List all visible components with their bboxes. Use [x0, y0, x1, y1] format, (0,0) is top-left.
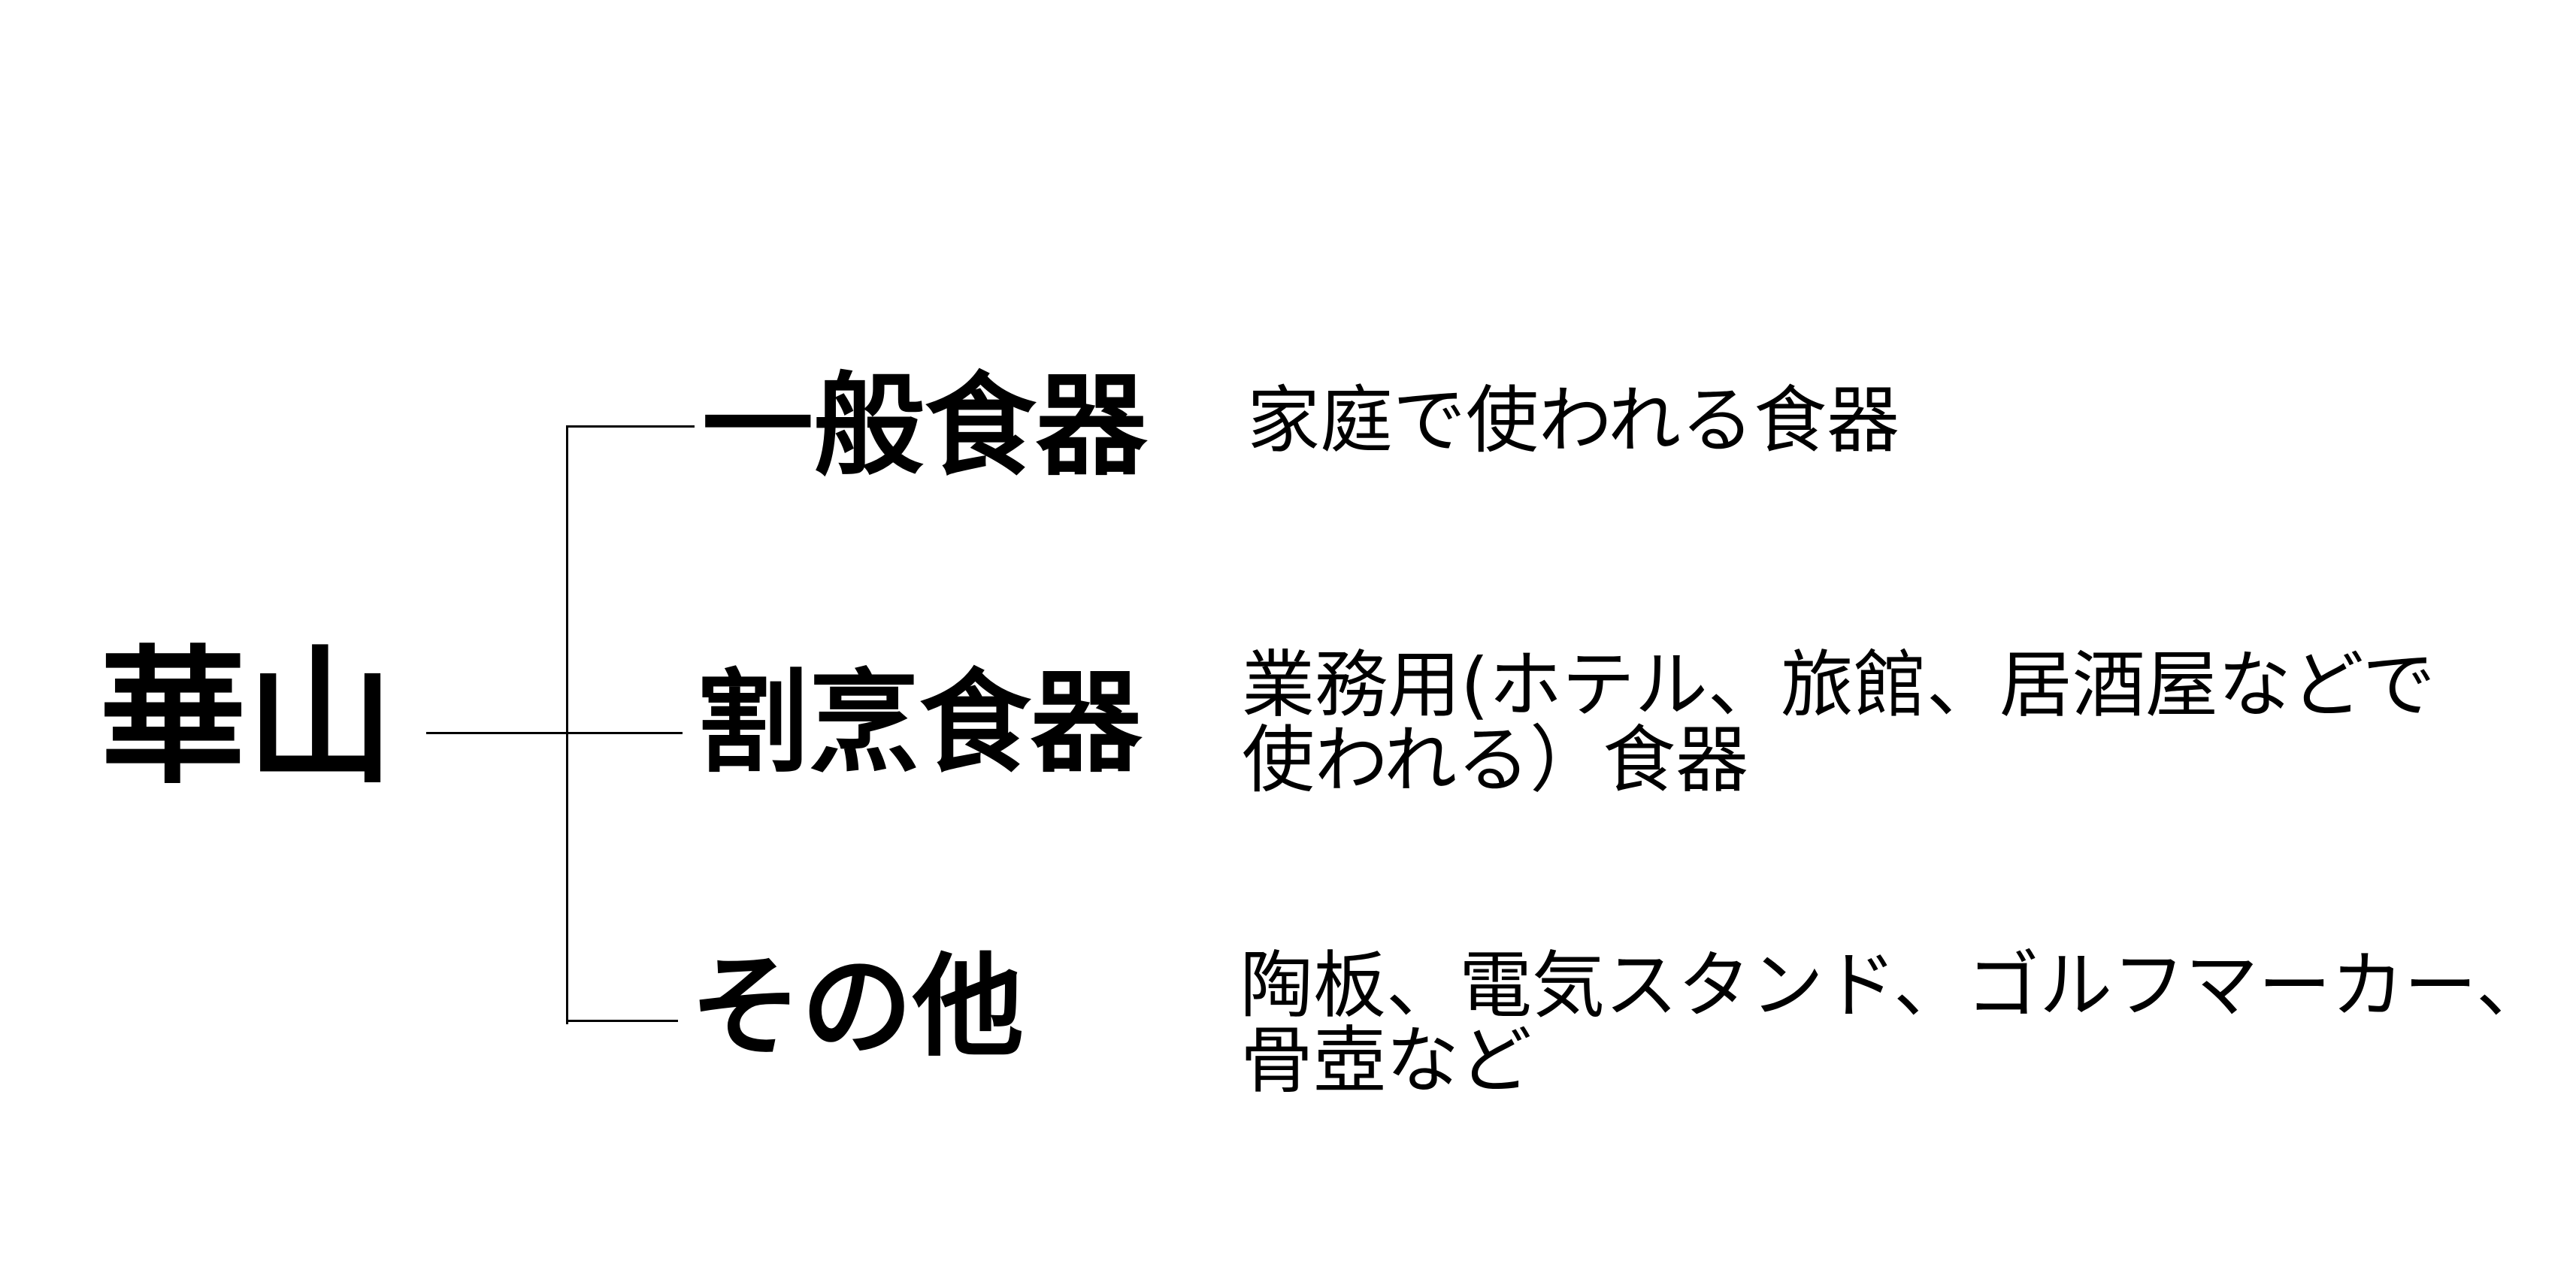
branch-connector-1 [567, 425, 695, 428]
branch-description-kappo: 業務用(ホテル、旅館、居酒屋などで 使われる）食器 [1242, 648, 2435, 798]
branch-label-kappo-tableware: 割烹食器 [697, 658, 1142, 788]
description-line: 業務用(ホテル、旅館、居酒屋などで [1242, 643, 2435, 727]
branch-connector-3 [567, 1020, 678, 1022]
branch-label-other: その他 [690, 942, 1024, 1072]
branch-description-general: 家庭で使われる食器 [1247, 383, 1899, 458]
branch-label-general-tableware: 一般食器 [702, 361, 1147, 491]
tree-trunk [566, 425, 568, 1024]
root-connector [426, 732, 569, 734]
description-line: 陶板、電気スタンド、ゴルフマーカー、 [1240, 943, 2550, 1028]
root-node: 華山 [99, 633, 395, 804]
branch-description-other: 陶板、電気スタンド、ゴルフマーカー、 骨壺など [1240, 948, 2549, 1099]
description-line: 使われる）食器 [1242, 718, 1749, 803]
branch-connector-2 [567, 732, 683, 734]
description-line: 骨壺など [1240, 1018, 1532, 1103]
description-line: 家庭で使われる食器 [1247, 378, 1900, 463]
